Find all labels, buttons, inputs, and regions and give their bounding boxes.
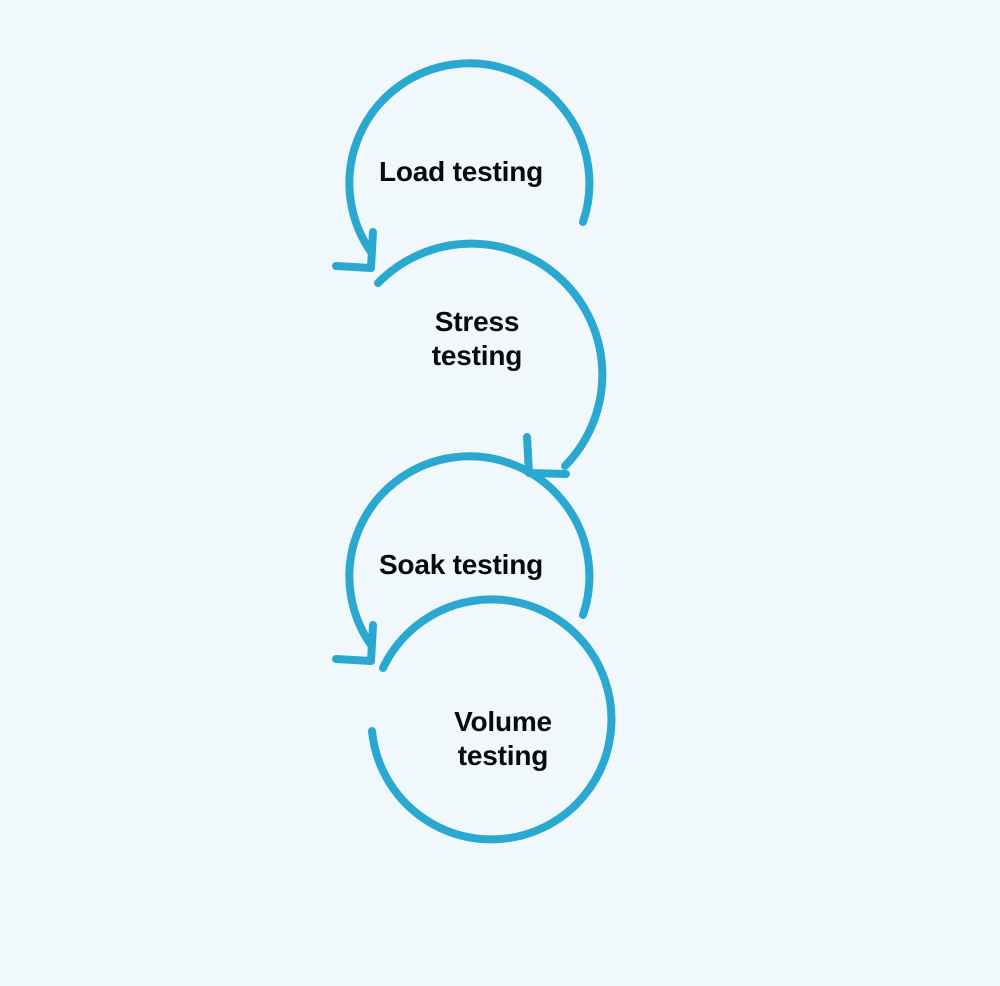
stage-label-volume-testing: Volume testing [454, 706, 552, 771]
arc-load-testing [332, 59, 594, 272]
arrowhead-load-to-stress [332, 228, 377, 272]
arrowhead-stress-to-soak [523, 433, 570, 478]
arc-soak-testing [332, 452, 594, 665]
arc-volume-testing [368, 595, 616, 844]
arc-path-volume-testing [368, 595, 616, 844]
arrowhead-soak-to-volume [332, 621, 377, 665]
stage-label-load-testing: Load testing [378, 156, 544, 187]
arc-path-load-testing [345, 59, 594, 256]
arc-path-soak-testing [345, 452, 594, 649]
arc-path-stress-testing [374, 239, 607, 470]
stage-label-stress-testing: Stress testing [431, 306, 523, 371]
stage-label-soak-testing: Soak testing [378, 549, 544, 580]
